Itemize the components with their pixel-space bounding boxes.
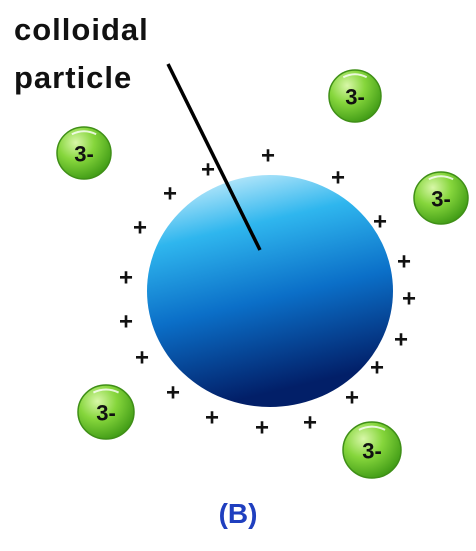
positive-charge-4: + bbox=[163, 181, 177, 208]
counter-ion-label: 3- bbox=[74, 142, 94, 167]
positive-charge-1: + bbox=[261, 143, 275, 170]
counter-ion-4: 3- bbox=[77, 384, 135, 440]
figure-caption: (B) bbox=[218, 498, 258, 529]
positive-charge-3: + bbox=[331, 165, 345, 192]
counter-ion-sphere bbox=[413, 171, 469, 225]
positive-charge-17: + bbox=[303, 410, 317, 437]
pointer-line bbox=[166, 63, 262, 251]
positive-charge-12: + bbox=[135, 345, 149, 372]
positive-charge-9: + bbox=[402, 286, 416, 313]
counter-ion-label: 3- bbox=[431, 187, 451, 212]
counter-ion-sphere bbox=[328, 69, 382, 123]
positive-charge-7: + bbox=[397, 249, 411, 276]
positive-charge-13: + bbox=[370, 355, 384, 382]
counter-ion-3: 3- bbox=[413, 171, 469, 225]
counter-ion-sphere bbox=[77, 384, 135, 440]
counter-ion-highlight bbox=[342, 73, 368, 79]
positive-charge-2: + bbox=[201, 157, 215, 184]
counter-ion-label: 3- bbox=[345, 85, 365, 110]
positive-charge-10: + bbox=[119, 309, 133, 336]
positive-charge-11: + bbox=[394, 327, 408, 354]
surface-charges: ++++++++++++++++++ bbox=[119, 143, 416, 442]
label-line-colloidal: colloidal bbox=[14, 12, 149, 47]
counter-ion-highlight bbox=[71, 130, 97, 136]
counter-ion-label: 3- bbox=[362, 439, 382, 464]
colloidal-particle bbox=[147, 175, 393, 407]
positive-charge-18: + bbox=[255, 415, 269, 442]
counter-ion-highlight bbox=[92, 388, 120, 394]
positive-charge-14: + bbox=[166, 380, 180, 407]
counter-ion-label: 3- bbox=[96, 401, 116, 426]
counter-ion-sphere bbox=[342, 421, 402, 479]
counter-ion-highlight bbox=[358, 425, 386, 431]
counter-ion-1: 3- bbox=[56, 126, 112, 180]
counter-ion-2: 3- bbox=[328, 69, 382, 123]
positive-charge-16: + bbox=[205, 405, 219, 432]
counter-ion-highlight bbox=[428, 175, 454, 181]
positive-charge-15: + bbox=[345, 385, 359, 412]
positive-charge-8: + bbox=[119, 265, 133, 292]
counter-ions: 3- 3- 3- 3- 3- bbox=[56, 69, 469, 479]
label-line-particle: particle bbox=[14, 60, 133, 95]
counter-ion-sphere bbox=[56, 126, 112, 180]
positive-charge-5: + bbox=[373, 209, 387, 236]
counter-ion-5: 3- bbox=[342, 421, 402, 479]
positive-charge-6: + bbox=[133, 215, 147, 242]
